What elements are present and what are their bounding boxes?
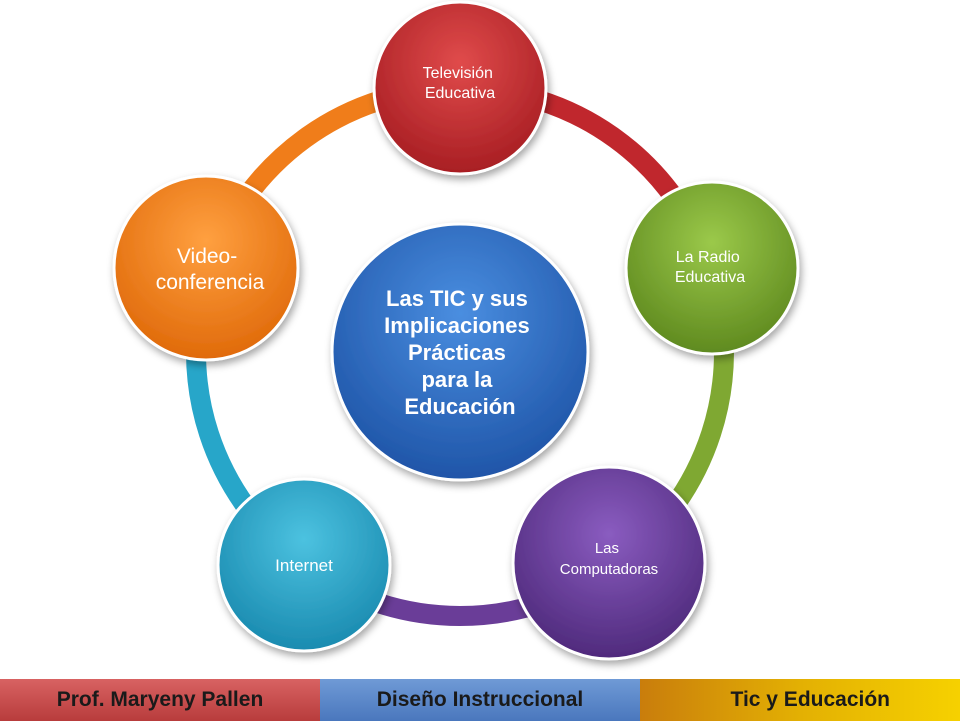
footer-course: Diseño Instruccional bbox=[320, 679, 640, 721]
node-label-radio: La Radio Educativa bbox=[675, 249, 745, 286]
cycle-diagram: Las TIC y sus Implicaciones Prácticas pa… bbox=[112, 0, 800, 661]
node-television-educativa: Televisión Educativa bbox=[372, 0, 548, 176]
node-las-computadoras: Las Computadoras bbox=[511, 465, 707, 661]
node-la-radio-educativa: La Radio Educativa bbox=[624, 180, 800, 356]
node-internet: Internet bbox=[216, 477, 392, 653]
footer-topic: Tic y Educación bbox=[640, 679, 960, 721]
footer-author: Prof. Maryeny Pallen bbox=[0, 679, 320, 721]
center-label: Las TIC y sus Implicaciones Prácticas pa… bbox=[384, 286, 536, 419]
node-video-conferencia: Video- conferencia bbox=[112, 174, 300, 362]
center-node: Las TIC y sus Implicaciones Prácticas pa… bbox=[330, 222, 590, 482]
node-label-video: Video- conferencia bbox=[156, 245, 265, 294]
node-label-internet: Internet bbox=[275, 556, 333, 575]
node-label-compu: Las Computadoras bbox=[560, 540, 658, 578]
node-label-tv: Televisión Educativa bbox=[423, 65, 498, 102]
footer-bar: Prof. Maryeny Pallen Diseño Instrucciona… bbox=[0, 678, 960, 721]
